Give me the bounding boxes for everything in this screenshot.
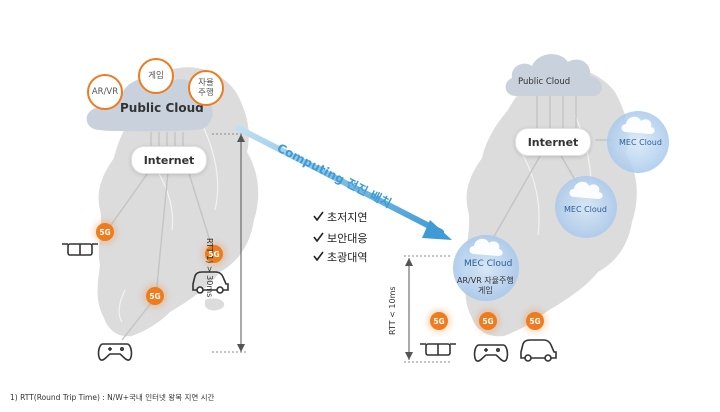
mec-cloud-label-center: MEC Cloud <box>564 205 607 214</box>
app-game-label: 게임 <box>148 71 164 81</box>
arrow-head <box>422 220 452 240</box>
computing-shift-arrow <box>235 125 444 235</box>
app-arvr-circle: AR/VR <box>87 74 123 110</box>
left-internet-pill: Internet <box>131 146 207 174</box>
benefit-item-3: 초광대역 <box>327 251 368 264</box>
right-vr-headset-icon <box>420 343 456 356</box>
right-gamepad-icon <box>473 344 509 362</box>
right-5g-badge-2: 5G <box>479 312 497 330</box>
mec-cloud-label-west: MEC Cloud <box>464 259 513 269</box>
car-icon <box>192 271 229 294</box>
left-5g-badge-2: 5G <box>205 245 223 263</box>
gamepad-icon <box>97 343 133 361</box>
right-internet-pill: Internet <box>515 128 591 156</box>
app-autonomous-circle: 자율 주행 <box>188 70 224 106</box>
left-internet-label: Internet <box>143 153 195 167</box>
right-internet-label: Internet <box>527 135 579 149</box>
footnote: 1) RTT(Round Trip Time) : N/W+국내 인터넷 왕복 … <box>10 393 215 402</box>
right-5g-badge-3: 5G <box>526 312 544 330</box>
benefit-item-2: 보안대응 <box>327 232 368 245</box>
right-public-cloud-shape <box>505 54 602 96</box>
mec-cloud-label-east: MEC Cloud <box>619 138 662 147</box>
right-rtt-label: RTT < 10ms <box>388 286 397 335</box>
mec-circle-west <box>453 235 519 301</box>
mec-cloud-icons <box>469 116 655 256</box>
left-rtt-label: RTT 1) > 30ms <box>205 238 214 298</box>
right-car-icon <box>520 339 557 362</box>
app-game-circle: 게임 <box>138 58 174 94</box>
benefit-item-1: 초저지연 <box>327 211 368 224</box>
app-autonomous-label: 자율 주행 <box>198 78 214 98</box>
left-connectors <box>105 132 215 341</box>
left-5g-badge-3: 5G <box>146 287 164 305</box>
left-korea-map <box>97 67 259 337</box>
left-5g-badge-1: 5G <box>96 223 114 241</box>
left-rtt-bracket <box>212 133 246 353</box>
right-public-cloud-label: Public Cloud <box>518 77 571 87</box>
right-5g-badge-1: 5G <box>430 312 448 330</box>
left-public-cloud-shape <box>86 78 213 132</box>
mec-service-label: AR/VR 자율주행 게임 <box>457 276 514 295</box>
checkmark-icon <box>313 211 324 262</box>
right-rtt-bracket <box>404 255 452 363</box>
vr-headset-icon <box>62 243 98 256</box>
app-arvr-label: AR/VR <box>91 87 119 97</box>
left-public-cloud-label: Public Cloud <box>120 101 204 115</box>
